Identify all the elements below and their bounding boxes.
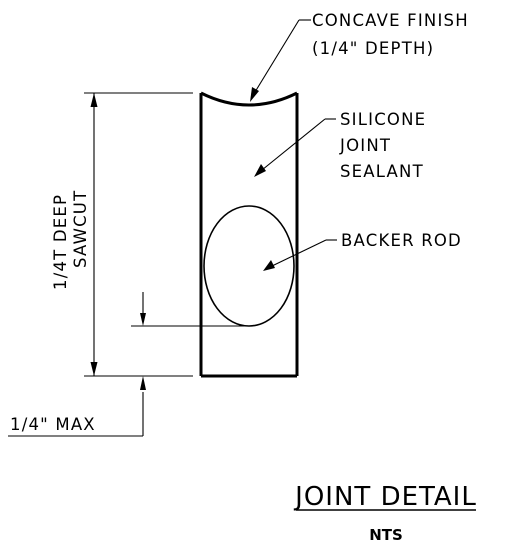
sealant-leader [254, 118, 336, 177]
depth-label-line2: SAWCUT [71, 190, 90, 268]
depth-label-line1: 1/4T DEEP [51, 194, 70, 290]
concave-finish-curve [200, 91, 298, 107]
max-width-label: 1/4" MAX [10, 415, 96, 434]
backer-leader-arrow [263, 260, 275, 271]
max-arrow-head [140, 376, 146, 390]
depth-dimension [84, 92, 193, 377]
sealant-label-line2: JOINT [339, 136, 391, 155]
backer-rod-label: BACKER ROD [341, 231, 462, 250]
concave-finish-label-line1: CONCAVE FINISH [312, 11, 469, 30]
rod-depth-indicator [131, 292, 249, 327]
concave-finish-leader [250, 19, 311, 102]
max-width-dimension [8, 376, 146, 437]
sealant-leader-arrow [254, 164, 266, 177]
sealant-label-line1: SILICONE [340, 110, 426, 129]
rod-depth-arrow-head [140, 313, 146, 326]
detail-title: JOINT DETAIL [293, 482, 477, 512]
depth-arrow-bottom [90, 362, 98, 376]
sealant-label-line3: SEALANT [340, 162, 424, 181]
backer-rod-circle [203, 205, 295, 327]
concave-leader-diagonal [254, 19, 300, 93]
scale-label: NTS [369, 526, 403, 544]
depth-arrow-top [90, 93, 98, 107]
sealant-leader-diagonal [261, 118, 326, 171]
joint-outline [199, 91, 299, 378]
concave-leader-arrow [250, 87, 259, 102]
backer-leader-diagonal [271, 239, 327, 267]
backer-rod-leader [263, 239, 337, 271]
concave-finish-label-line2: (1/4" DEPTH) [312, 39, 434, 58]
